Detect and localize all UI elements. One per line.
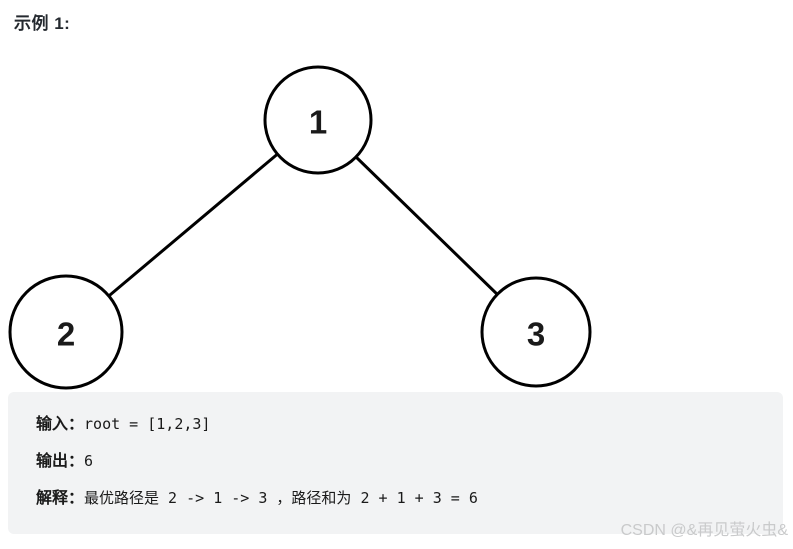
tree-node-root-circle (263, 65, 373, 175)
tree-node-left-value: 2 (57, 316, 75, 353)
page-title: 示例 1: (14, 14, 71, 33)
tree-node-right-circle (480, 276, 592, 388)
output-value: 6 (84, 452, 94, 470)
example-block: 输入：root = [1,2,3] 输出：6 解释：最优路径是 2 -> 1 -… (8, 392, 783, 534)
tree-node-right-value: 3 (527, 316, 545, 353)
input-value: root = [1,2,3] (84, 415, 211, 433)
watermark: CSDN @&再见萤火虫& (620, 522, 788, 539)
input-label: 输入： (36, 416, 85, 433)
example-explanation-row: 解释：最优路径是 2 -> 1 -> 3 ，路径和为 2 + 1 + 3 = 6 (36, 480, 763, 517)
tree-node-root-value: 1 (309, 104, 327, 141)
explanation-label: 解释： (36, 490, 85, 507)
example-input-row: 输入：root = [1,2,3] (36, 406, 763, 443)
explanation-text: 最优路径是 2 -> 1 -> 3 ，路径和为 2 + 1 + 3 = 6 (84, 489, 478, 507)
output-label: 输出： (36, 453, 85, 470)
example-output-row: 输出：6 (36, 443, 763, 480)
tree-node-left-circle (8, 274, 124, 390)
